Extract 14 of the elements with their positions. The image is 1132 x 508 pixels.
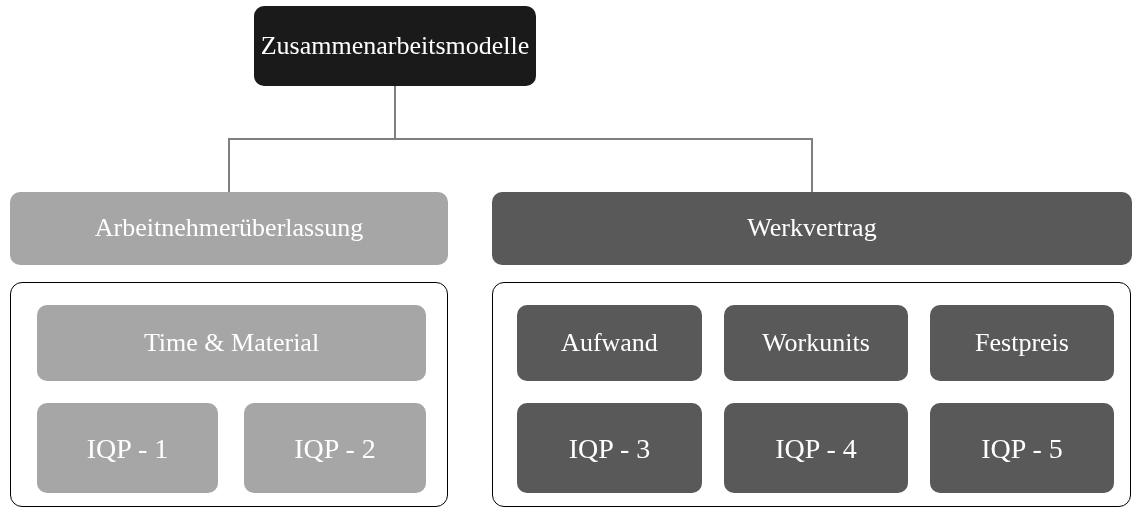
model-box: IQP - 1 bbox=[37, 403, 218, 493]
model-box: Workunits bbox=[724, 305, 908, 381]
category-box: Arbeitnehmerüberlassung bbox=[10, 192, 448, 265]
model-box: Time & Material bbox=[37, 305, 426, 381]
group-frame bbox=[10, 282, 448, 507]
model-box: IQP - 3 bbox=[517, 403, 702, 493]
model-box: IQP - 5 bbox=[930, 403, 1114, 493]
root-box: Zusammenarbeitsmodelle bbox=[254, 6, 536, 86]
model-box: Aufwand bbox=[517, 305, 702, 381]
model-box: Festpreis bbox=[930, 305, 1114, 381]
group-frame bbox=[492, 282, 1131, 507]
model-box: IQP - 2 bbox=[244, 403, 426, 493]
model-box: IQP - 4 bbox=[724, 403, 908, 493]
category-box: Werkvertrag bbox=[492, 192, 1132, 265]
